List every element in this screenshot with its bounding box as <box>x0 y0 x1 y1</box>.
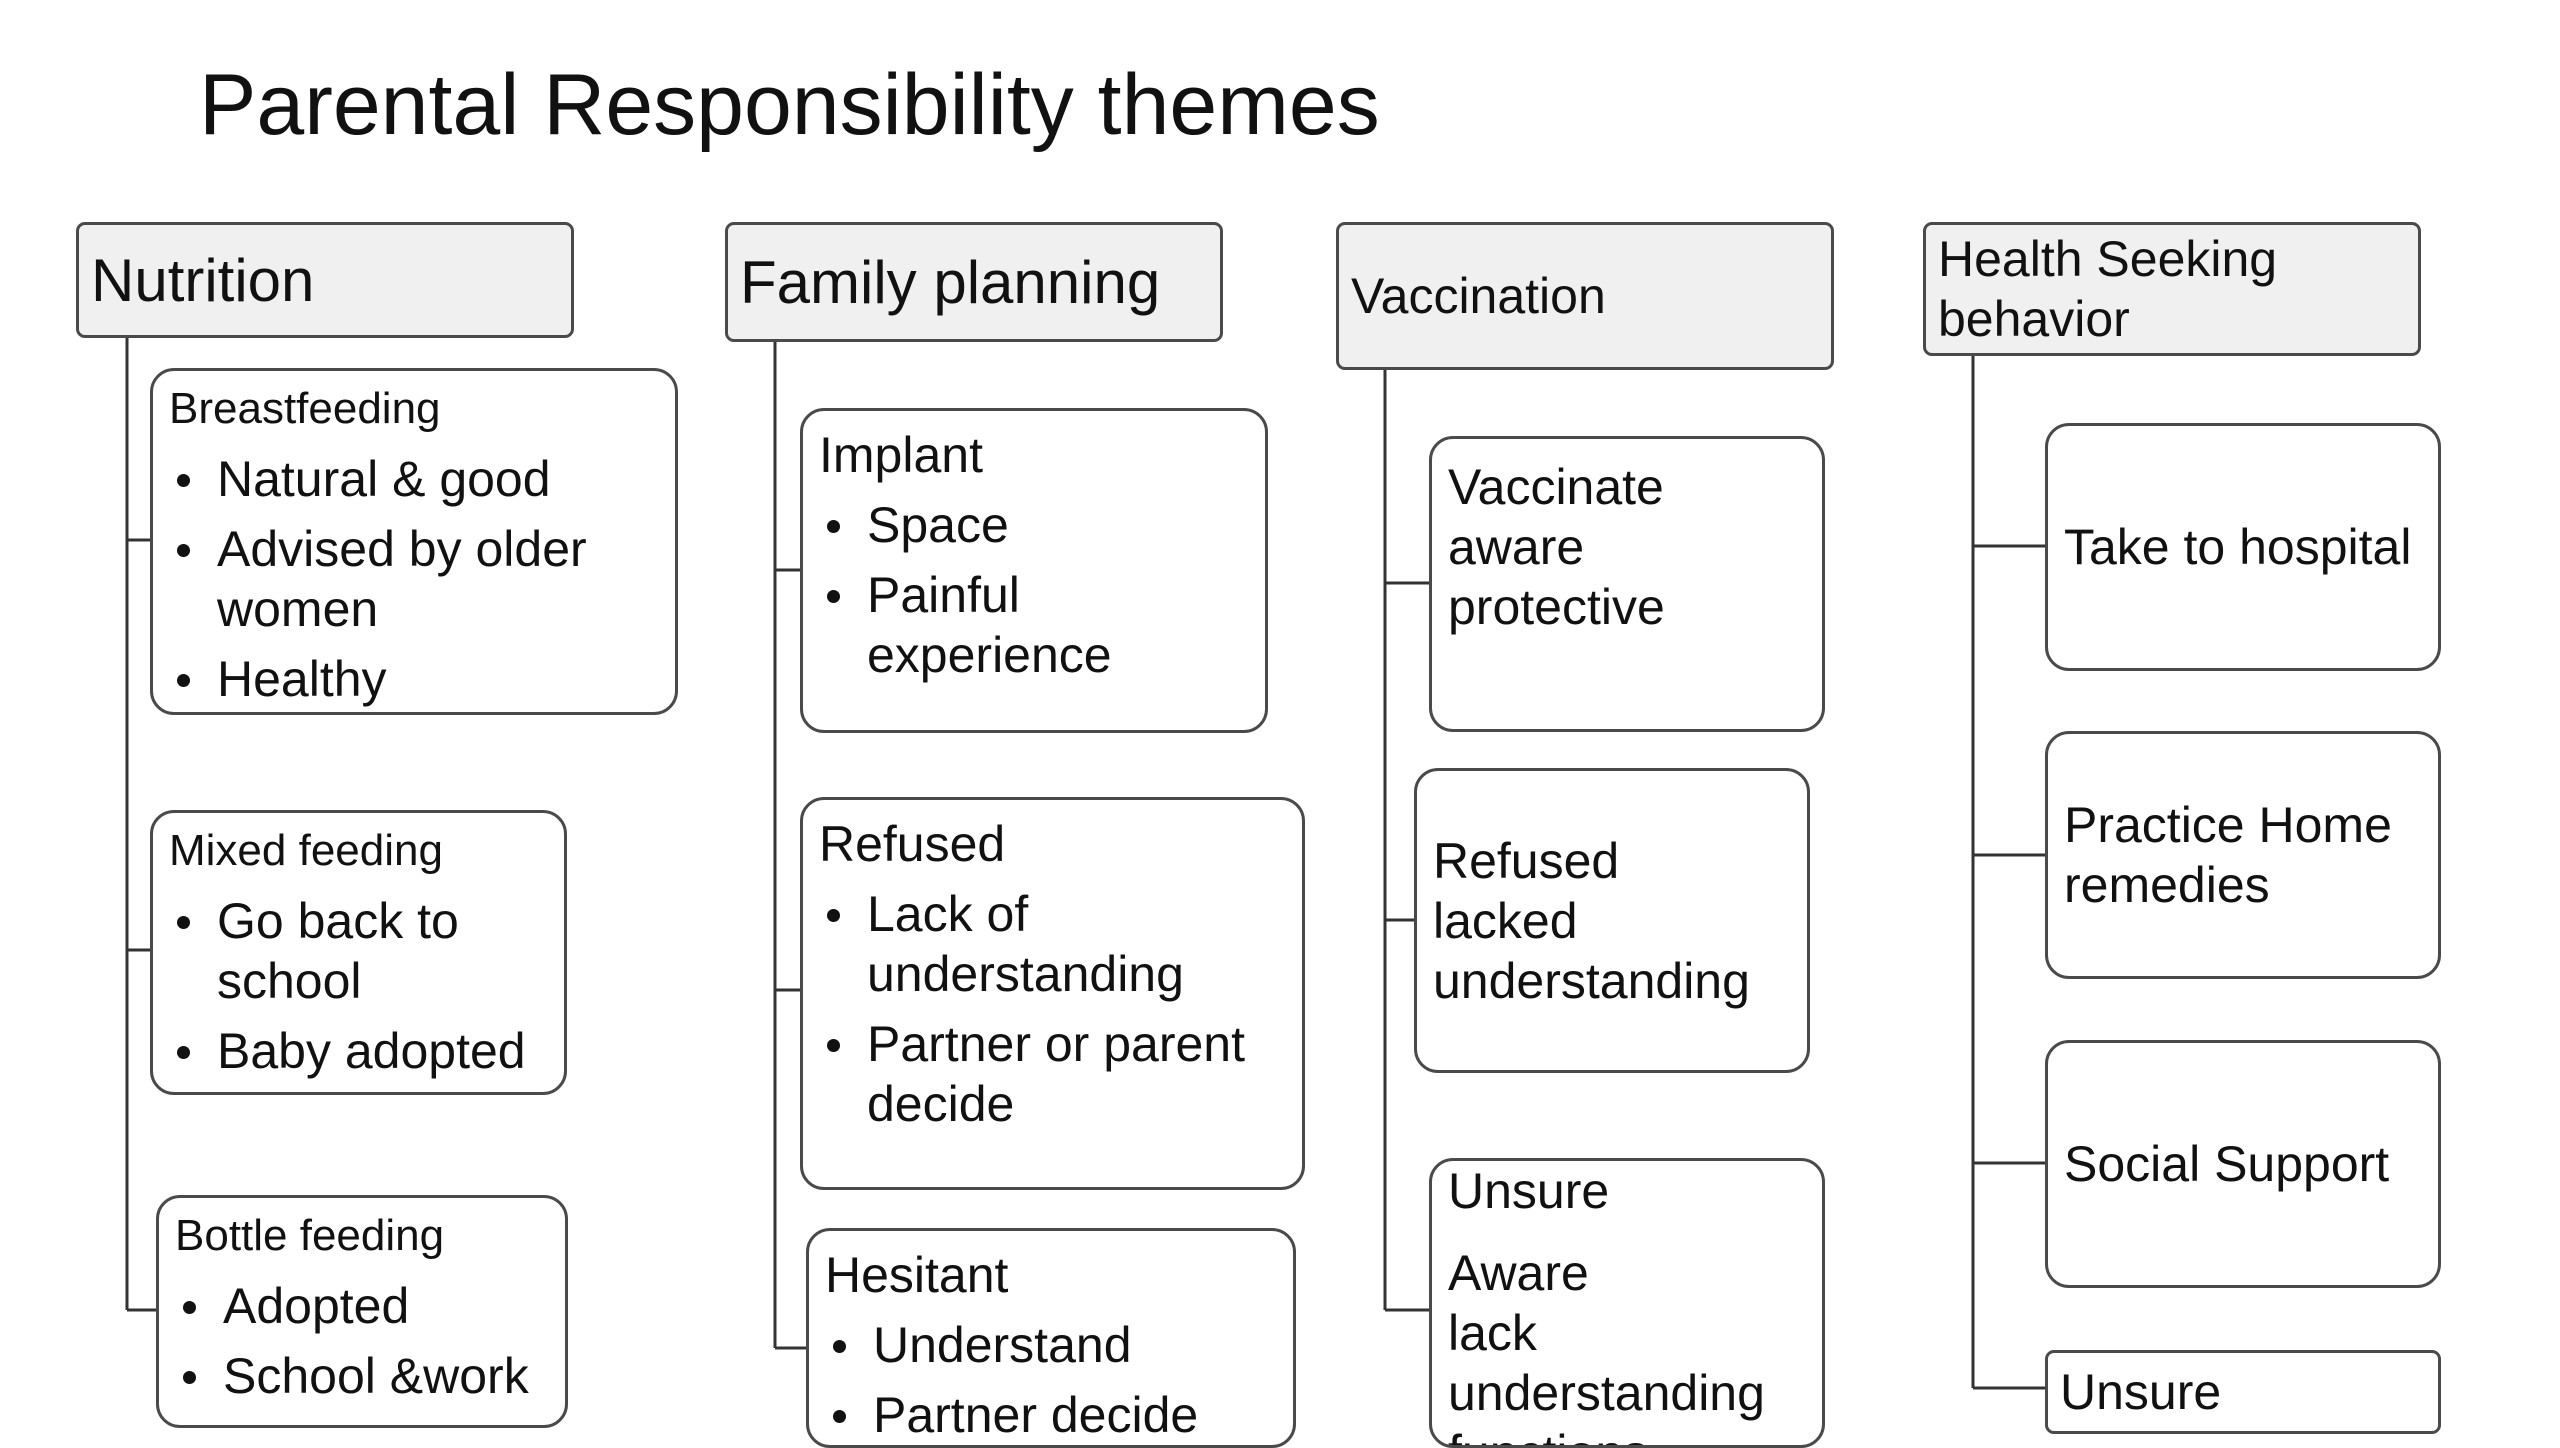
bullet-icon <box>827 909 840 922</box>
bullet-icon <box>833 1340 846 1353</box>
list-item: School &work <box>175 1346 549 1406</box>
breastfeeding-box: Breastfeeding Natural & good Advised by … <box>150 368 678 715</box>
home-remedies-box: Practice Home remedies <box>2045 731 2441 979</box>
mixed-feeding-list: Go back to school Baby adopted <box>169 891 548 1081</box>
family-planning-header-label: Family planning <box>740 248 1161 316</box>
list-item: Healthy <box>169 649 659 709</box>
list-item: Baby adopted <box>169 1021 548 1081</box>
list-item: Advised by older women <box>169 519 659 639</box>
hesitant-box: Hesitant Understand Partner decide <box>806 1228 1296 1448</box>
social-support-label: Social Support <box>2064 1136 2390 1192</box>
list-item: Lack of understanding <box>819 884 1286 1004</box>
implant-list: Space Painful experience <box>819 495 1249 685</box>
health-seeking-unsure-label: Unsure <box>2060 1364 2222 1420</box>
social-support-box: Social Support <box>2045 1040 2441 1288</box>
vaccination-header: Vaccination <box>1336 222 1834 370</box>
family-planning-header: Family planning <box>725 222 1223 342</box>
vaccination-unsure-heading: Unsure <box>1448 1163 1610 1219</box>
list-item: Partner decide <box>825 1385 1277 1445</box>
vaccination-refused-box: Refused lacked understanding <box>1414 768 1810 1073</box>
list-item: Natural & good <box>169 449 659 509</box>
bottle-feeding-heading: Bottle feeding <box>175 1211 445 1260</box>
family-planning-refused-list: Lack of understanding Partner or parent … <box>819 884 1286 1134</box>
bullet-icon <box>177 474 190 487</box>
hesitant-heading: Hesitant <box>825 1247 1009 1303</box>
bottle-feeding-list: Adopted School &work <box>175 1276 549 1406</box>
health-seeking-header-line-2: behavior <box>1938 291 2130 347</box>
bullet-icon <box>827 590 840 603</box>
list-item: Space <box>819 495 1249 555</box>
vaccination-unsure-line-3: understanding <box>1448 1365 1765 1421</box>
vaccinate-line-3: protective <box>1448 579 1665 635</box>
vaccination-header-label: Vaccination <box>1351 268 1606 324</box>
hesitant-list: Understand Partner decide <box>825 1315 1277 1445</box>
vaccination-refused-line-3: understanding <box>1433 952 1750 1009</box>
take-to-hospital-box: Take to hospital <box>2045 423 2441 671</box>
list-item: Adopted <box>175 1276 549 1336</box>
vaccination-unsure-line-1: Aware <box>1448 1245 1589 1301</box>
bullet-icon <box>183 1371 196 1384</box>
family-planning-refused-heading: Refused <box>819 816 1006 872</box>
bullet-icon <box>833 1410 846 1423</box>
bullet-icon <box>827 1039 840 1052</box>
bullet-icon <box>177 544 190 557</box>
list-item: Go back to school <box>169 891 548 1011</box>
breastfeeding-list: Natural & good Advised by older women He… <box>169 449 659 709</box>
implant-box: Implant Space Painful experience <box>800 408 1268 733</box>
list-item: Understand <box>825 1315 1277 1375</box>
bullet-icon <box>827 520 840 533</box>
breastfeeding-heading: Breastfeeding <box>169 384 441 433</box>
take-to-hospital-label: Take to hospital <box>2064 519 2412 575</box>
vaccination-unsure-box: Unsure Aware lack understanding function… <box>1429 1158 1825 1448</box>
home-remedies-line-2: remedies <box>2064 857 2270 913</box>
page-title: Parental Responsibility themes <box>199 57 1380 153</box>
list-item: Partner or parent decide <box>819 1014 1286 1134</box>
vaccination-unsure-line-4: functions <box>1448 1423 1806 1445</box>
family-planning-refused-box: Refused Lack of understanding Partner or… <box>800 797 1305 1190</box>
health-seeking-header: Health Seeking behavior <box>1923 222 2421 356</box>
vaccinate-line-1: Vaccinate <box>1448 459 1664 515</box>
vaccination-refused-text: Refused lacked understanding <box>1433 831 1750 1011</box>
bullet-icon <box>183 1301 196 1314</box>
nutrition-header: Nutrition <box>76 222 574 338</box>
vaccination-refused-line-1: Refused <box>1433 832 1620 889</box>
home-remedies-line-1: Practice Home <box>2064 797 2392 853</box>
list-item: Painful experience <box>819 565 1249 685</box>
health-seeking-header-line-1: Health Seeking <box>1938 231 2278 287</box>
nutrition-header-label: Nutrition <box>91 246 315 314</box>
bullet-icon <box>177 1046 190 1059</box>
bullet-icon <box>177 674 190 687</box>
implant-heading: Implant <box>819 427 983 483</box>
health-seeking-unsure-box: Unsure <box>2045 1350 2441 1434</box>
bullet-icon <box>177 916 190 929</box>
vaccinate-box: Vaccinate aware protective <box>1429 436 1825 732</box>
mixed-feeding-heading: Mixed feeding <box>169 826 443 875</box>
vaccination-unsure-line-2: lack <box>1448 1305 1537 1361</box>
vaccinate-line-2: aware <box>1448 519 1585 575</box>
bottle-feeding-box: Bottle feeding Adopted School &work <box>156 1195 568 1428</box>
mixed-feeding-box: Mixed feeding Go back to school Baby ado… <box>150 810 567 1095</box>
vaccination-refused-line-2: lacked <box>1433 892 1578 949</box>
